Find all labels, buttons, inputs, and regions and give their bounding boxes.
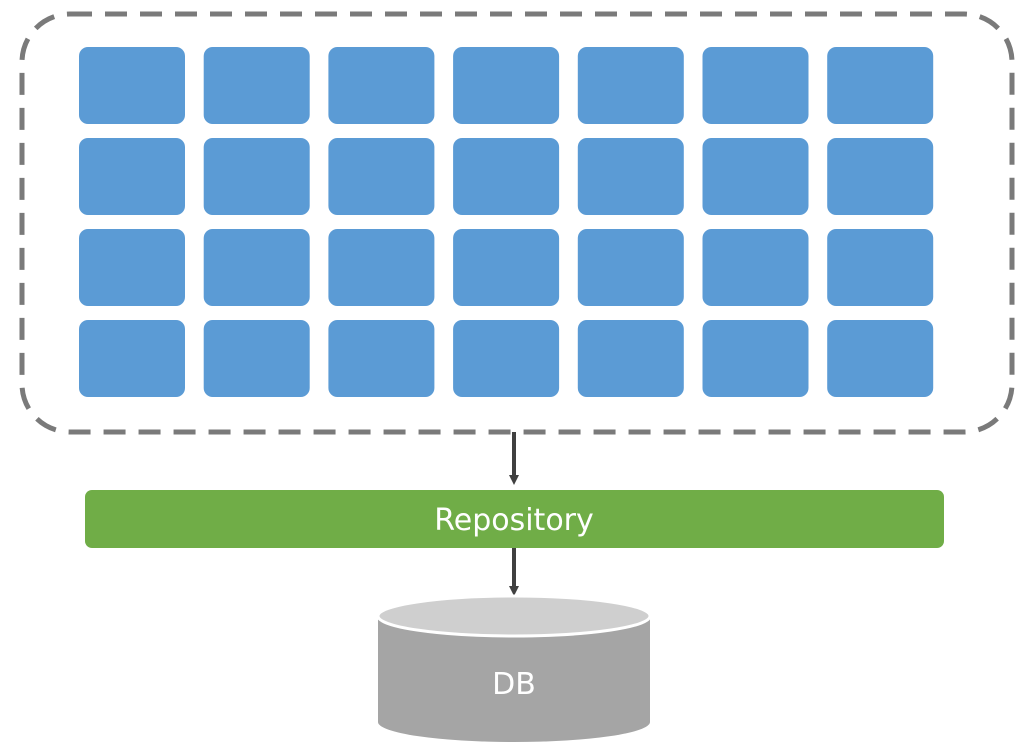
- module-block: [328, 229, 435, 306]
- module-block: [79, 229, 185, 306]
- module-block: [328, 47, 435, 124]
- module-block: [453, 138, 560, 215]
- database-top: [376, 594, 652, 638]
- module-block: [827, 320, 934, 397]
- module-block: [203, 229, 310, 306]
- module-block: [577, 229, 684, 306]
- repository-rect: [85, 490, 944, 548]
- module-block: [702, 47, 809, 124]
- database-label: DB: [492, 667, 536, 702]
- module-block: [453, 229, 560, 306]
- module-block: [453, 320, 560, 397]
- database-body: [378, 616, 650, 742]
- repository-label: Repository: [434, 503, 594, 538]
- module-grid: [79, 47, 934, 397]
- repository-bar: Repository: [85, 490, 944, 548]
- module-block: [577, 47, 684, 124]
- module-block: [328, 138, 435, 215]
- module-block: [827, 229, 934, 306]
- module-block: [702, 138, 809, 215]
- module-block: [203, 47, 310, 124]
- module-block: [453, 47, 560, 124]
- module-block: [328, 320, 435, 397]
- modules-container: [19, 11, 1015, 435]
- module-block: [827, 138, 934, 215]
- module-block: [79, 320, 185, 397]
- module-block: [79, 47, 185, 124]
- module-block: [827, 47, 934, 124]
- module-block: [702, 229, 809, 306]
- module-block: [79, 138, 185, 215]
- module-block: [577, 320, 684, 397]
- module-block: [203, 320, 310, 397]
- module-block: [577, 138, 684, 215]
- database-cylinder: DB: [376, 594, 652, 742]
- module-block: [702, 320, 809, 397]
- module-block: [203, 138, 310, 215]
